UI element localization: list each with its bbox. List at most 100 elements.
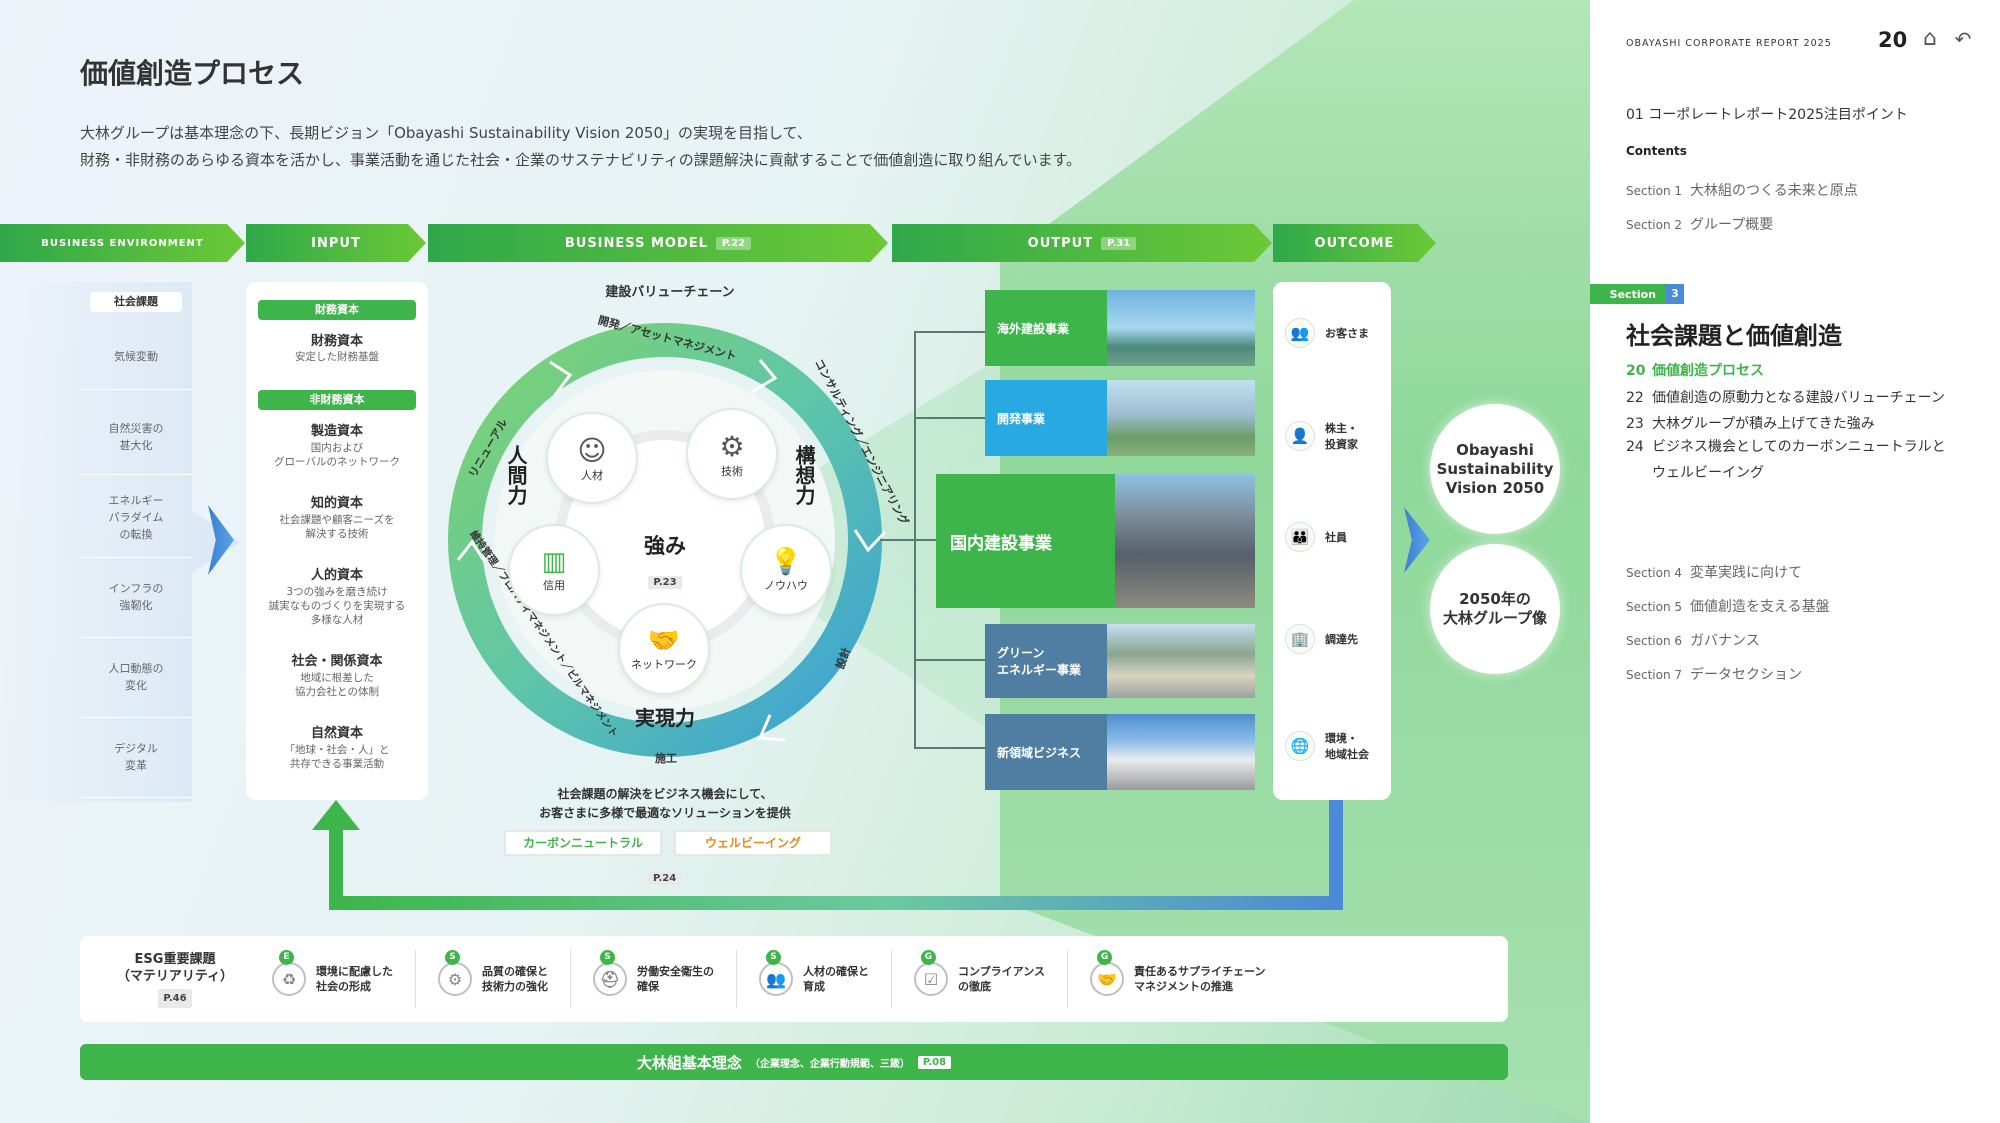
esg-category-badge: S: [766, 950, 781, 965]
output-label: グリーン エネルギー事業: [997, 644, 1081, 678]
intro-line-1: 大林グループは基本理念の下、長期ビジョン「Obayashi Sustainabi…: [80, 120, 1081, 147]
helmet-icon: S⛑: [593, 962, 627, 996]
page-ref-link[interactable]: P.08: [918, 1056, 951, 1069]
handshake-icon: 🤝: [648, 626, 680, 656]
building-icon: 🏢: [1285, 624, 1315, 654]
strength-label: 技術: [721, 463, 743, 479]
strength-label: 信用: [543, 577, 565, 593]
lightbulb-icon: 💡: [770, 547, 802, 577]
page-ref-link[interactable]: P.24: [648, 872, 681, 885]
label-human-power: 人間力: [505, 445, 527, 505]
band-business-environment: BUSINESS ENVIRONMENT: [0, 224, 245, 262]
esg-label: コンプライアンス の徹底: [958, 964, 1045, 994]
philosophy-sub: （企業理念、企業行動規範、三箴）: [750, 1055, 910, 1070]
esg-label: 人材の確保と 育成: [803, 964, 869, 994]
strength-label: ネットワーク: [631, 656, 697, 672]
strength-node-knowhow: 💡ノウハウ: [740, 524, 832, 616]
capital-title: 製造資本: [248, 420, 426, 439]
environment-item: 自然災害の 甚大化: [80, 400, 192, 475]
contents-label: Contents: [1626, 144, 1687, 158]
esg-title-line: （マテリアリティ）: [100, 968, 250, 985]
home-icon[interactable]: ⌂: [1916, 26, 1944, 52]
chart-icon: ▥: [542, 547, 567, 577]
checklist-icon: G☑: [914, 962, 948, 996]
globe-icon: 🌐: [1285, 731, 1315, 761]
environment-header: 社会課題: [90, 292, 182, 312]
capital-desc: 国内および グローバルのネットワーク: [248, 441, 426, 469]
tag-carbon-neutral[interactable]: カーボンニュートラル: [504, 830, 662, 856]
page-title: 価値創造プロセス: [80, 52, 304, 92]
page-title-link: ビジネス機会としてのカーボンニュートラルと ウェルビーイング: [1652, 434, 1946, 486]
strength-node-network: 🤝ネットワーク: [618, 603, 710, 695]
quality-gear-icon: S⚙: [438, 962, 472, 996]
output-label: 国内建設事業: [950, 529, 1052, 554]
output-development[interactable]: 開発事業: [985, 380, 1255, 456]
section-title: データセクション: [1690, 667, 1802, 683]
band-outcome: OUTCOME: [1273, 224, 1436, 262]
back-icon[interactable]: ↶: [1950, 26, 1976, 52]
section-title: グループ概要: [1690, 217, 1773, 233]
feedback-loop-right: [1329, 800, 1343, 910]
caption-line: お客さまに多様で最適なソリューションを提供: [490, 804, 840, 823]
city-photo: [1107, 380, 1255, 456]
report-name: OBAYASHI CORPORATE REPORT 2025: [1626, 38, 1832, 49]
capital-desc: 社会課題や顧客ニーズを 解決する技術: [248, 513, 426, 541]
outcome-label: 環境・ 地域社会: [1325, 730, 1369, 762]
band-output: OUTPUTP.31: [892, 224, 1272, 262]
bridge-photo: [1107, 290, 1255, 366]
page-title-link: 価値創造プロセス: [1652, 363, 1764, 379]
esg-label: 品質の確保と 技術力の強化: [482, 964, 548, 994]
capital-desc: 「地球・社会・人」と 共存できる事業活動: [248, 743, 426, 771]
worker-icon: ☺: [577, 434, 606, 467]
tag-wellbeing[interactable]: ウェルビーイング: [674, 830, 832, 856]
page-ref-link[interactable]: P.22: [716, 237, 751, 250]
esg-category-badge: S: [445, 950, 460, 965]
page-ref-link[interactable]: P.31: [1101, 237, 1136, 250]
vision-2050: Obayashi Sustainability Vision 2050: [1430, 404, 1560, 534]
esg-item-quality: S⚙ 品質の確保と 技術力の強化: [438, 962, 548, 996]
esg-title-line: ESG重要課題: [100, 951, 250, 968]
page-ref-link[interactable]: P.23: [648, 576, 681, 589]
page-ref-link[interactable]: P.46: [158, 989, 191, 1008]
section-title: 変革実践に向けて: [1690, 565, 1802, 581]
handshake-icon: G🤝: [1090, 962, 1124, 996]
environment-item: 気候変動: [80, 330, 192, 390]
output-new-business[interactable]: 新領域ビジネス: [985, 714, 1255, 790]
output-overseas-construction[interactable]: 海外建設事業: [985, 290, 1255, 366]
toc-highlight-link[interactable]: 01 コーポレートレポート2025注目ポイント: [1626, 104, 1908, 124]
output-domestic-construction[interactable]: 国内建設事業: [936, 474, 1255, 608]
output-label: 海外建設事業: [997, 320, 1069, 337]
strength-ref[interactable]: P.23: [645, 570, 685, 589]
financial-capital-label: 財務資本: [258, 300, 416, 320]
capital-title: 社会・関係資本: [248, 650, 426, 669]
basic-philosophy-bar[interactable]: 大林組基本理念 （企業理念、企業行動規範、三箴） P.08: [80, 1044, 1508, 1080]
tags-ref[interactable]: P.24: [648, 866, 681, 885]
output-green-energy[interactable]: グリーン エネルギー事業: [985, 624, 1255, 698]
outcome-customers: 👥お客さま: [1285, 318, 1385, 348]
ring-label-construction: 施工: [655, 750, 677, 766]
label-concept-power: 構想力: [793, 445, 815, 505]
divider: [570, 950, 571, 1008]
intro-line-2: 財務・非財務のあらゆる資本を活かし、事業活動を通じた社会・企業のサステナビリティ…: [80, 147, 1081, 174]
label-strength: 強み: [630, 530, 700, 560]
esg-item-supply-chain: G🤝責任あるサプライチェーン マネジメントの推進: [1090, 962, 1265, 996]
strength-label: 人材: [581, 467, 603, 483]
employees-icon: 👪: [1285, 522, 1315, 552]
feedback-loop-bottom: [329, 896, 1343, 910]
nonfinancial-capital-label: 非財務資本: [258, 390, 416, 410]
philosophy-title: 大林組基本理念: [637, 1052, 742, 1073]
divider: [1067, 950, 1068, 1008]
outcome-label: 株主・ 投資家: [1325, 420, 1358, 452]
esg-title: ESG重要課題 （マテリアリティ） P.46: [100, 951, 250, 1008]
